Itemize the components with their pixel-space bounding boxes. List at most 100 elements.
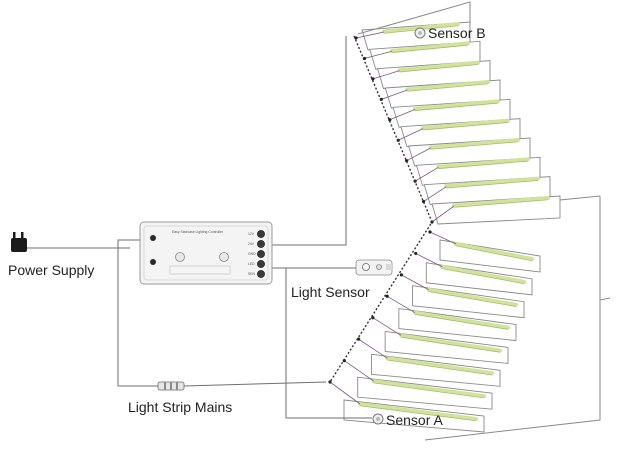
light-strip-mains-cable <box>117 239 160 387</box>
led-strip-edge <box>428 291 517 307</box>
led-tap-wire <box>329 381 361 405</box>
led-tap-wire <box>415 253 443 268</box>
upper-stair-step <box>430 195 561 225</box>
led-strip-icon <box>412 310 510 330</box>
sensor-b-label: Sensor B <box>428 25 486 41</box>
lower-stair-step <box>342 358 493 410</box>
led-tap-wire <box>386 295 416 313</box>
led-strip-edge <box>359 405 477 422</box>
led-strip-edge <box>399 64 479 73</box>
lower-stair-flight <box>328 230 541 433</box>
lower-stair-step <box>385 294 517 342</box>
light-sensor-label: Light Sensor <box>291 284 370 300</box>
controller-title: Easy Staircase Lighting Controller <box>172 230 224 234</box>
controller-port-label: LED <box>248 262 255 266</box>
light-sensor-icon <box>355 259 393 276</box>
led-tap-wire <box>372 70 400 80</box>
led-strip-icon <box>436 157 530 169</box>
upper-stair-step <box>405 137 531 167</box>
bus-node <box>405 159 409 163</box>
bus-node <box>428 230 432 234</box>
led-tap-wire <box>423 186 447 202</box>
led-strip-edge <box>373 382 485 399</box>
led-tap-wire <box>344 360 374 382</box>
upper-stair-step <box>421 176 551 206</box>
led-strip-icon <box>399 333 502 353</box>
upper-stair-step <box>388 98 511 128</box>
led-strip-edge <box>430 141 519 150</box>
led-tap-wire <box>429 231 457 245</box>
led-strip-edge <box>414 314 509 330</box>
led-strip-edge <box>438 160 529 169</box>
upper-stair-step <box>371 60 491 90</box>
led-tap-wire <box>398 128 424 141</box>
bus-node <box>385 294 389 298</box>
led-strip-icon <box>358 402 478 421</box>
controller-left-jack-2 <box>150 259 156 265</box>
led-tap-wire <box>372 317 402 336</box>
upper-stair-step <box>379 79 501 109</box>
controller-port: 12V <box>248 230 265 238</box>
led-strip-edge <box>422 122 509 131</box>
bus-node <box>356 337 361 341</box>
led-tap-wire <box>414 166 439 182</box>
led-tap-wire <box>406 147 431 162</box>
led-strip-icon <box>440 264 526 284</box>
controller-port: 24V <box>248 240 265 248</box>
led-strip-edge <box>453 199 549 208</box>
led-strip-edge <box>387 359 493 376</box>
led-strip-icon <box>420 118 510 131</box>
controller-port-label: 24V <box>248 242 255 246</box>
bus-node <box>388 118 392 122</box>
motion-sensor-icon <box>372 413 384 425</box>
lower-stair-step <box>428 230 541 273</box>
led-strip-edge <box>407 83 489 92</box>
power-supply-label: Power Supply <box>8 262 95 278</box>
led-strip-edge <box>391 44 469 53</box>
controller-port: SEN <box>248 270 265 278</box>
controller-port: LED <box>248 260 265 268</box>
lower-stair-step <box>414 251 533 296</box>
led-strip-edge <box>446 180 539 189</box>
controller-port: GND <box>248 250 265 258</box>
led-strip-icon <box>389 41 470 53</box>
staircase-controller: Easy Staircase Lighting Controller 12V 24… <box>139 221 273 285</box>
motion-sensor-icon <box>414 27 426 39</box>
controller-left-jack <box>150 235 156 241</box>
wiring <box>22 36 372 419</box>
led-tap-wire <box>364 50 392 59</box>
bus-node <box>328 380 332 384</box>
led-tap-wire <box>381 89 408 100</box>
controller-port-label: 12V <box>248 232 255 236</box>
light-strip-mains-label: Light Strip Mains <box>128 399 233 415</box>
controller-button-right <box>219 252 229 262</box>
led-strip-icon <box>413 99 500 111</box>
led-tap-wire <box>355 31 385 39</box>
led-strip-icon <box>452 196 550 208</box>
led-strip-icon <box>397 60 480 73</box>
light-strip-mains-cable-2 <box>183 381 327 387</box>
led-strip-icon <box>454 242 534 261</box>
lower-stair-step <box>371 316 509 364</box>
led-strip-icon <box>426 287 518 307</box>
led-strip-icon <box>444 176 540 189</box>
power-adapter-icon <box>11 232 27 252</box>
led-strip-edge <box>442 268 525 285</box>
led-tap-wire <box>431 205 455 223</box>
controller-port-label: SEN <box>248 272 256 276</box>
lower-stair-step <box>399 273 525 319</box>
upper-stair-step <box>362 40 481 70</box>
led-strip-icon <box>371 379 486 399</box>
controller-port-label: GND <box>248 252 256 256</box>
led-strip-icon <box>405 80 490 92</box>
sensor-a-cable <box>280 267 372 419</box>
controller-certification-marks <box>169 265 231 275</box>
bus-node <box>414 251 418 256</box>
connector-icon <box>157 381 185 391</box>
controller-to-stairs-cable <box>272 36 347 246</box>
led-tap-wire <box>389 108 416 121</box>
controller-button-left <box>175 252 185 262</box>
led-strip-edge <box>415 102 499 111</box>
